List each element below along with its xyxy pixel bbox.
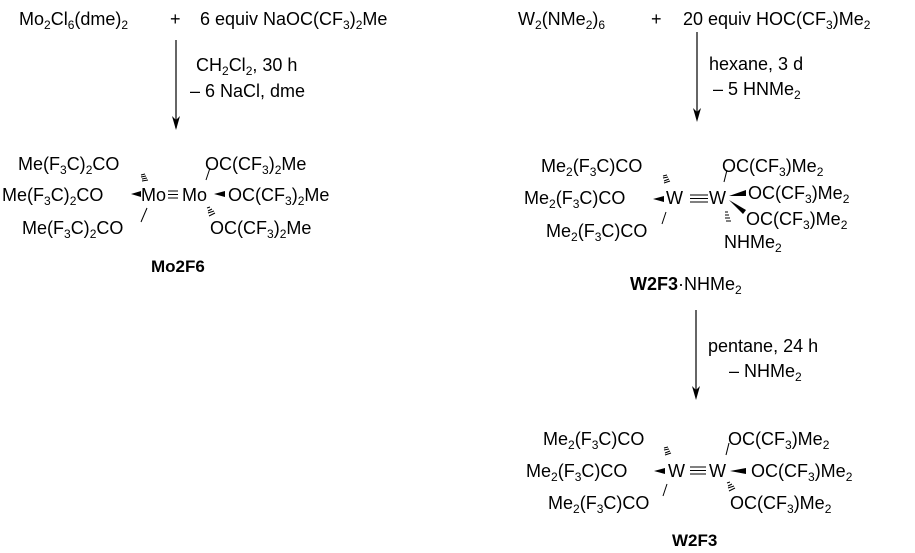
w2f3nhme2-ligand-right-bottom: OC(CF3)Me2 — [746, 209, 848, 232]
compound-label-w2f3: W2F3 — [672, 531, 718, 550]
mo2f6-ligand-left-mid: Me(F3C)2CO — [2, 185, 104, 208]
mo2f6-ligand-right-top: OC(CF3)2Me — [205, 154, 307, 177]
conditions-w2-line2: – NHMe2 — [729, 361, 802, 384]
w2f3nhme2-ligand-right-mid: OC(CF3)Me2 — [748, 183, 850, 206]
w2f3-ligand-left-top: Me2(F3C)CO — [543, 429, 645, 452]
w-atom-right-product: W — [709, 461, 726, 481]
w2f3-ligand-right-bottom: OC(CF3)Me2 — [730, 493, 832, 516]
w-atom-left: W — [666, 188, 683, 208]
plus-sign-right: + — [651, 9, 662, 29]
compound-label-w2f3-nhme2: W2F3·NHMe2 — [630, 274, 742, 297]
w2f3-nhme2-bonds — [653, 169, 746, 225]
w-atom-left-product: W — [668, 461, 685, 481]
w2f3-ligand-left-mid: Me2(F3C)CO — [526, 461, 628, 484]
reagent-hoc-cf3-me2: 20 equiv HOC(CF3)Me2 — [683, 9, 871, 32]
w2f3nhme2-ligand-left-mid: Me2(F3C)CO — [524, 188, 626, 211]
arrowhead-w2 — [692, 386, 700, 400]
plus-sign-left: + — [170, 9, 181, 29]
mo2f6-bonds — [131, 167, 225, 223]
reagent-naoc-cf3-2-me: 6 equiv NaOC(CF3)2Me — [200, 9, 388, 32]
w2f3-bonds — [654, 442, 746, 497]
mo2f6-ligand-left-top: Me(F3C)2CO — [18, 154, 120, 177]
w2f3nhme2-ligand-left-bottom: Me2(F3C)CO — [546, 221, 648, 244]
mo2f6-ligand-left-bottom: Me(F3C)2CO — [22, 218, 124, 241]
mo2f6-ligand-right-bottom: OC(CF3)2Me — [210, 218, 312, 241]
w2f3nhme2-amine-ligand: NHMe2 — [724, 232, 782, 255]
mo-atom-right: Mo — [182, 185, 208, 205]
w2f3nhme2-ligand-right-top: OC(CF3)Me2 — [722, 156, 824, 179]
w2f3-ligand-left-bottom: Me2(F3C)CO — [548, 493, 650, 516]
w-atom-right: W — [709, 188, 726, 208]
arrowhead-mo — [172, 116, 180, 130]
mo2f6-ligand-right-mid: OC(CF3)2Me — [228, 185, 330, 208]
conditions-mo-line1: CH2Cl2, 30 h — [196, 55, 298, 78]
w2f3-ligand-right-top: OC(CF3)Me2 — [728, 429, 830, 452]
w2f3nhme2-ligand-left-top: Me2(F3C)CO — [541, 156, 643, 179]
mo-atom-left: Mo — [141, 185, 167, 205]
arrowhead-w1 — [693, 108, 701, 122]
reactant-w2-nme2-6: W2(NMe2)6 — [518, 9, 606, 32]
conditions-w2-line1: pentane, 24 h — [708, 336, 819, 356]
w2f3-ligand-right-mid: OC(CF3)Me2 — [751, 461, 853, 484]
conditions-w1-line2: – 5 HNMe2 — [713, 79, 801, 102]
reactant-mo2cl6-dme2: Mo2Cl6(dme)2 — [19, 9, 129, 32]
compound-label-mo2f6: Mo2F6 — [151, 257, 205, 276]
conditions-w1-line1: hexane, 3 d — [709, 54, 804, 74]
conditions-mo-line2: – 6 NaCl, dme — [190, 81, 306, 101]
